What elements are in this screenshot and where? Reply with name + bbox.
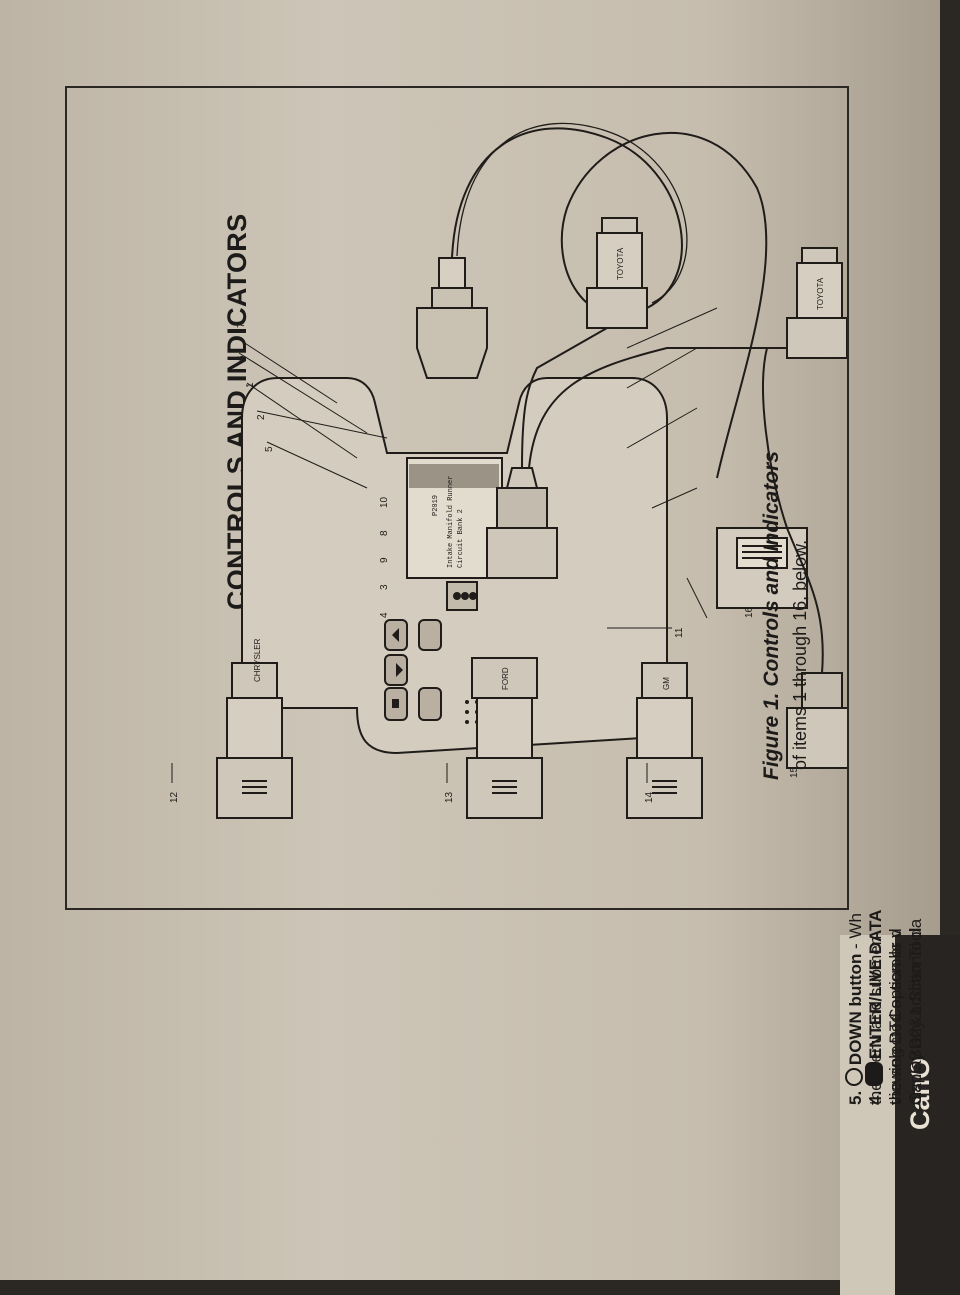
down-arrow-icon (845, 1068, 863, 1087)
keypad-ok-button[interactable] (418, 619, 442, 651)
serial-cable-connector (786, 672, 847, 769)
keypad-down-button[interactable] (384, 654, 408, 686)
figure-illustration: P2019 Intake Manifold Runner Circuit Ban… (169, 122, 847, 819)
dlc-16-pin-connector (716, 527, 808, 609)
figure-frame: P2019 Intake Manifold Runner Circuit Ban… (65, 86, 849, 910)
callout-6: 6 (236, 355, 247, 361)
chrysler-label: CHRYSLER (253, 638, 262, 682)
callout-16: 16 (744, 606, 755, 618)
callout-4: 4 (379, 612, 390, 618)
callout-15: 15 (789, 766, 800, 778)
keypad-up-button[interactable] (384, 619, 408, 651)
y-cable-branch-b (528, 347, 787, 469)
gm-adapter (626, 662, 703, 819)
device-screen-code: P2019 (432, 495, 440, 516)
main-cable (451, 127, 768, 479)
callout-14: 14 (644, 791, 655, 803)
callout-1: 1 (245, 382, 256, 388)
keypad-enter-button[interactable] (384, 687, 408, 721)
device-screen-line-2: Circuit Bank 2 (457, 509, 465, 568)
callout-7: 7 (236, 322, 247, 328)
callout-13: 13 (444, 791, 455, 803)
serial-cable (762, 347, 824, 674)
toyota-adapter-2 (786, 247, 847, 359)
item-5: 5. DOWN button - Wh the menu and submen … (845, 913, 925, 1105)
toyota-label-1: TOYOTA (616, 247, 625, 280)
callout-10: 10 (379, 496, 390, 508)
right-page-header-band (895, 935, 960, 1295)
scan-tool-body (241, 377, 668, 755)
bottom-note: of items 1 through 16, below. (790, 539, 810, 770)
ford-adapter (466, 657, 543, 819)
figure-caption: Figure 1. Controls and Indicators (760, 450, 783, 780)
keypad-power-button[interactable] (418, 687, 442, 721)
ford-label: FORD (501, 667, 510, 690)
callout-9: 9 (379, 557, 390, 563)
chrysler-adapter (216, 662, 293, 819)
callout-11: 11 (674, 627, 685, 638)
toyota-label-2: TOYOTA (816, 277, 825, 310)
status-led-row (446, 581, 478, 611)
callout-3: 3 (379, 584, 390, 590)
callout-5: 5 (264, 446, 275, 452)
device-cable-connector (416, 257, 488, 379)
y-cable-connector (486, 467, 558, 579)
toyota-adapter-1 (586, 217, 648, 329)
device-screen-line-1: Intake Manifold Runner (447, 476, 455, 568)
callout-8: 8 (379, 530, 390, 536)
gm-label: GM (662, 677, 671, 690)
device-display (406, 457, 503, 579)
callout-2: 2 (256, 414, 267, 420)
y-cable-branch-a (521, 327, 608, 469)
callout-12: 12 (169, 791, 180, 803)
